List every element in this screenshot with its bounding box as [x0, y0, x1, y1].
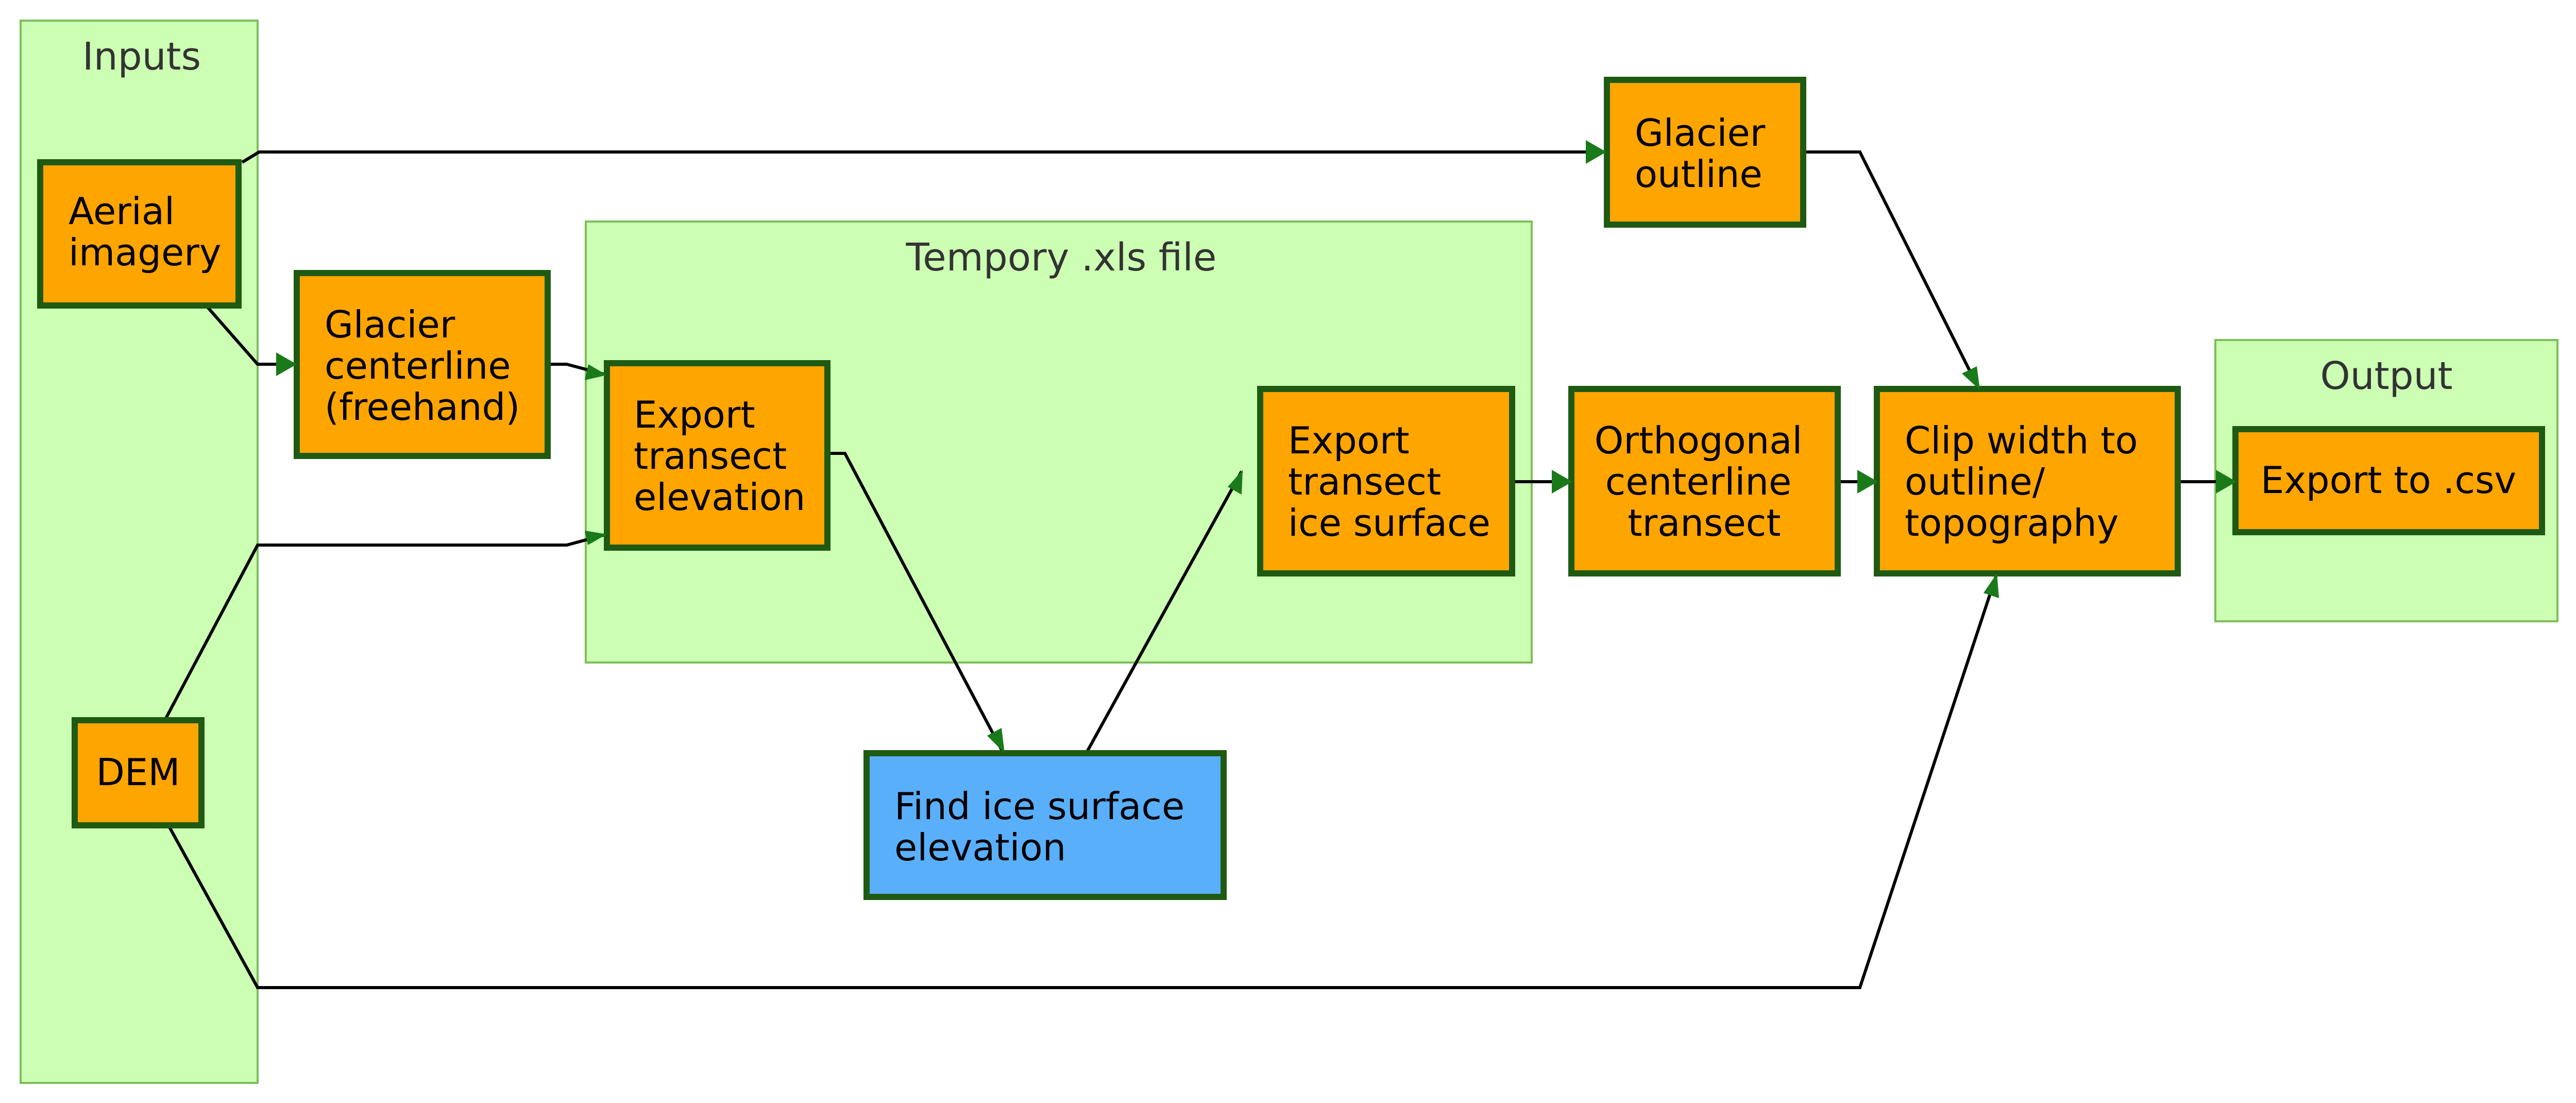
- svg-text:Clip width to outline/: Clip width to outline/ topography: [1905, 419, 2149, 545]
- edge-dem-to-clip: [167, 574, 1998, 989]
- arrowhead-export-ice: [1228, 470, 1243, 495]
- group-temp-xls-label: Tempory .xls file: [906, 235, 1217, 280]
- edge-find-ice-to-export-ice: [1086, 470, 1243, 753]
- edge-dem-to-export-elevation: [163, 533, 605, 721]
- node-export-transect-ice-surface: Export transect ice surface: [1257, 386, 1515, 576]
- node-outline-line-2: outline: [1635, 152, 1762, 196]
- svg-text:Glacier outline: Glacier outline: [1635, 111, 1777, 196]
- node-glacier-outline: Glacier outline: [1604, 77, 1806, 228]
- arrowhead-clip-left: [1857, 470, 1878, 494]
- node-aerial-imagery: Aerial imagery: [37, 159, 242, 309]
- node-clip-width: Clip width to outline/ topography: [1874, 386, 2181, 576]
- svg-text:Glacier centerline: Glacier centerline (freehand): [325, 303, 522, 429]
- node-centerline-line-2: centerline: [325, 344, 511, 387]
- node-orthogonal-line-1: Orthogonal: [1595, 419, 1803, 462]
- node-glacier-centerline: Glacier centerline (freehand): [294, 270, 551, 459]
- node-find-ice-line-1: Find ice surface: [894, 785, 1184, 828]
- node-export-ice-line-2: transect: [1288, 460, 1441, 503]
- node-export-ice-line-3: ice surface: [1288, 501, 1490, 545]
- edge-aerial-to-outline: [241, 150, 1603, 164]
- arrowhead-centerline: [276, 352, 297, 376]
- edge-export-elevation-to-find-ice: [828, 452, 1004, 753]
- arrowhead-export-elev-top: [585, 364, 607, 380]
- node-export-elev-line-1: Export: [634, 393, 755, 436]
- arrowhead-export-csv: [2216, 470, 2236, 494]
- node-export-elev-line-3: elevation: [634, 476, 805, 519]
- node-clip-line-3: topography: [1905, 501, 2119, 545]
- node-dem-label: DEM: [96, 751, 180, 794]
- svg-text:Find ice surface elevati: Find ice surface elevation: [894, 785, 1196, 869]
- arrowhead-export-elev-bottom: [585, 531, 607, 545]
- arrowhead-orthogonal: [1552, 470, 1572, 494]
- node-export-elev-line-2: transect: [634, 434, 787, 478]
- node-export-transect-elevation: Export transect elevation: [604, 360, 831, 551]
- node-export-csv-label: Export to .csv: [2261, 459, 2516, 502]
- svg-text:Aerial imagery: Aerial imagery: [69, 190, 221, 274]
- edge-outline-to-clip: [1805, 150, 1981, 391]
- node-aerial-line-2: imagery: [69, 231, 221, 274]
- node-dem: DEM: [72, 717, 205, 828]
- node-export-ice-line-1: Export: [1288, 419, 1410, 462]
- svg-text:Export transect ic: Export transect ice surface: [1288, 419, 1490, 545]
- arrowheads: [276, 140, 2236, 753]
- node-outline-line-1: Glacier: [1635, 111, 1766, 155]
- arrowhead-clip-bottom: [1984, 573, 1999, 598]
- arrowhead-find-ice: [987, 728, 1005, 753]
- node-clip-line-1: Clip width to: [1905, 419, 2138, 462]
- group-output-label: Output: [2320, 354, 2452, 398]
- node-find-ice-line-2: elevation: [894, 826, 1066, 869]
- svg-text:Orthogonal centerline: Orthogonal centerline transect: [1595, 419, 1815, 545]
- arrowhead-clip-top: [1962, 366, 1980, 390]
- node-orthogonal-line-2: centerline: [1605, 460, 1792, 503]
- node-find-ice-surface-elevation: Find ice surface elevation: [863, 750, 1227, 900]
- svg-text:Export transect el: Export transect elevation: [634, 393, 805, 519]
- node-orthogonal-centerline-transect: Orthogonal centerline transect: [1568, 386, 1841, 576]
- node-clip-line-2: outline/: [1905, 460, 2045, 503]
- node-centerline-line-1: Glacier: [325, 303, 455, 346]
- node-export-to-csv: Export to .csv: [2232, 426, 2545, 535]
- arrowhead-outline: [1586, 140, 1606, 164]
- group-inputs-label: Inputs: [82, 35, 201, 79]
- node-orthogonal-line-3: transect: [1628, 501, 1781, 545]
- node-aerial-line-1: Aerial: [69, 190, 175, 233]
- node-centerline-line-3: (freehand): [325, 385, 520, 429]
